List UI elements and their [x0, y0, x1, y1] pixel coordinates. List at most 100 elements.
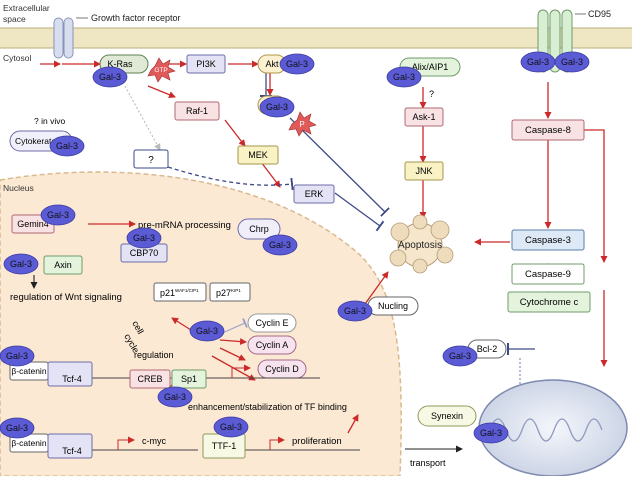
- pi3k-box: [186, 54, 226, 74]
- gal3-oval-2: [279, 53, 315, 75]
- caspase8-label: Caspase-8: [525, 125, 571, 136]
- bcl2-label: Bcl-2: [477, 344, 498, 354]
- gal3-oval-11: [189, 320, 225, 342]
- gal3-oval-19: [213, 416, 249, 438]
- synexin-box: [417, 405, 477, 427]
- phospho-label: P: [299, 120, 304, 129]
- tcf4-box-2: [47, 433, 93, 459]
- p21-box: [153, 282, 207, 302]
- gal3-label-16: Gal-3: [6, 351, 28, 361]
- gal3-label-12: Gal-3: [269, 240, 291, 250]
- unknown-label: ?: [148, 155, 154, 166]
- caspase9-box: [511, 263, 585, 285]
- unknown-box: [133, 149, 169, 169]
- gal3-label-18: Gal-3: [6, 423, 28, 433]
- process-arrows: [30, 275, 463, 453]
- alix-label: Alix/AIP1: [412, 62, 449, 72]
- proliferation-label: proliferation: [292, 436, 342, 447]
- raf1-box: [174, 101, 220, 121]
- gal3-label-7: Gal-3: [266, 102, 288, 112]
- gal3-label-4: Gal-3: [56, 141, 78, 151]
- sp1-label: Sp1: [181, 374, 197, 384]
- pi3k-label: PI3K: [196, 59, 216, 69]
- gal3-label-1: Gal-3: [99, 72, 121, 82]
- gal3-label-5: Gal-3: [527, 57, 549, 67]
- cmyc-label: c-myc: [142, 436, 166, 446]
- gal3-label-6: Gal-3: [561, 57, 583, 67]
- growth-factor-receptor-label: Growth factor receptor: [91, 13, 181, 23]
- gal3-label-13: Gal-3: [344, 306, 366, 316]
- beta-catenin-label-1: β-catenin: [11, 366, 46, 376]
- kras-label: K-Ras: [107, 59, 133, 69]
- cyclin-a-label: Cyclin A: [256, 340, 289, 350]
- apoptosis-cell: [389, 214, 454, 274]
- synexin-label: Synexin: [431, 411, 463, 421]
- jnk-box: [404, 161, 444, 181]
- pre-mrna-label: pre-mRNA processing: [138, 220, 231, 231]
- gal3-label-11: Gal-3: [196, 326, 218, 336]
- gal3-label-10: Gal-3: [10, 259, 32, 269]
- wnt-label: regulation of Wnt signaling: [10, 292, 122, 303]
- mek-box: [237, 145, 279, 165]
- cyclin-e-box: [247, 313, 297, 333]
- gal3-oval-4: [49, 135, 85, 157]
- gal3-label-8: Gal-3: [47, 210, 69, 220]
- phospho-burst: [288, 111, 317, 137]
- chrp-label: Chrp: [249, 224, 269, 234]
- growth-factor-receptor: [53, 17, 74, 59]
- cytosol-label: Cytosol: [3, 53, 31, 63]
- cyclin-d-label: Cyclin D: [265, 364, 299, 374]
- tf-binding-label: enhancement/stabilization of TF binding: [188, 402, 347, 412]
- gal3-oval-17: [157, 386, 193, 408]
- tcf4-label-1: Tcf-4: [62, 374, 82, 384]
- gal3-oval-10: [3, 253, 39, 275]
- tcf4-box-1: [47, 361, 93, 387]
- gal3-oval-1: [92, 66, 128, 88]
- caspase8-box: [511, 119, 585, 141]
- tcf4-label-2: Tcf-4: [62, 446, 82, 456]
- extracellular-label: Extracellular space: [3, 3, 52, 24]
- transport-label: transport: [410, 458, 446, 468]
- chrp-box: [237, 218, 281, 240]
- gal3-oval-13: [337, 300, 373, 322]
- erk-label: ERK: [305, 189, 324, 199]
- gemin4-label: Gemin4: [17, 219, 49, 229]
- gal3-label-19: Gal-3: [220, 422, 242, 432]
- cd95-label: CD95: [588, 9, 611, 19]
- gal3-oval-8: [40, 204, 76, 226]
- cbp70-label: CBP70: [130, 248, 159, 258]
- beta-catenin-label-2: β-catenin: [11, 438, 46, 448]
- caspase3-box: [511, 229, 585, 251]
- cytochrome-c-label: Cytochrome c: [520, 297, 579, 308]
- jnk-label: JNK: [415, 166, 432, 176]
- creb-label: CREB: [137, 374, 162, 384]
- caspase9-label: Caspase-9: [525, 269, 571, 280]
- uncertain-arrow: [124, 85, 161, 151]
- cytochrome-c-box: [507, 291, 591, 313]
- creb-box: [129, 369, 171, 389]
- mek-label: MEK: [248, 150, 268, 160]
- alix-question: ?: [429, 89, 434, 99]
- gal3-oval-18: [0, 417, 35, 439]
- cyclin-a-box: [247, 335, 297, 355]
- gal3-oval-7: [259, 96, 295, 118]
- gal3-label-3: Gal-3: [393, 72, 415, 82]
- gal3-oval-9: [126, 227, 162, 249]
- gal3-oval-15: [473, 422, 509, 444]
- erk-box: [293, 184, 335, 204]
- p27-label: p27KIP1: [216, 288, 241, 298]
- gal3-label-14: Gal-3: [449, 351, 471, 361]
- gal3-label-15: Gal-3: [480, 428, 502, 438]
- gal3-label-9: Gal-3: [133, 233, 155, 243]
- gtp-burst: [147, 57, 176, 83]
- in-vivo-label: ? in vivo: [34, 116, 65, 126]
- cell-cycle-label-3: regulation: [134, 350, 174, 360]
- cyclin-e-label: Cyclin E: [255, 318, 288, 328]
- p21-label: p21WAF1/CIP1: [160, 288, 199, 298]
- axin-label: Axin: [54, 260, 72, 270]
- gtp-label: GTP: [154, 67, 167, 74]
- nucleus-label: Nucleus: [3, 183, 34, 193]
